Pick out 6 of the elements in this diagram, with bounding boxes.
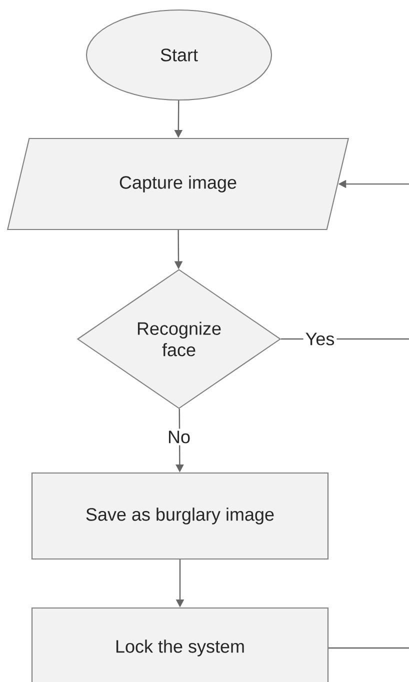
process-box: Lock the system [31, 607, 329, 682]
edge-label: No [166, 428, 192, 446]
edge-label: Yes [303, 330, 337, 348]
start-terminal: Start [86, 9, 272, 101]
process-box: Save as burglary image [31, 472, 329, 560]
connector-line [328, 647, 409, 649]
